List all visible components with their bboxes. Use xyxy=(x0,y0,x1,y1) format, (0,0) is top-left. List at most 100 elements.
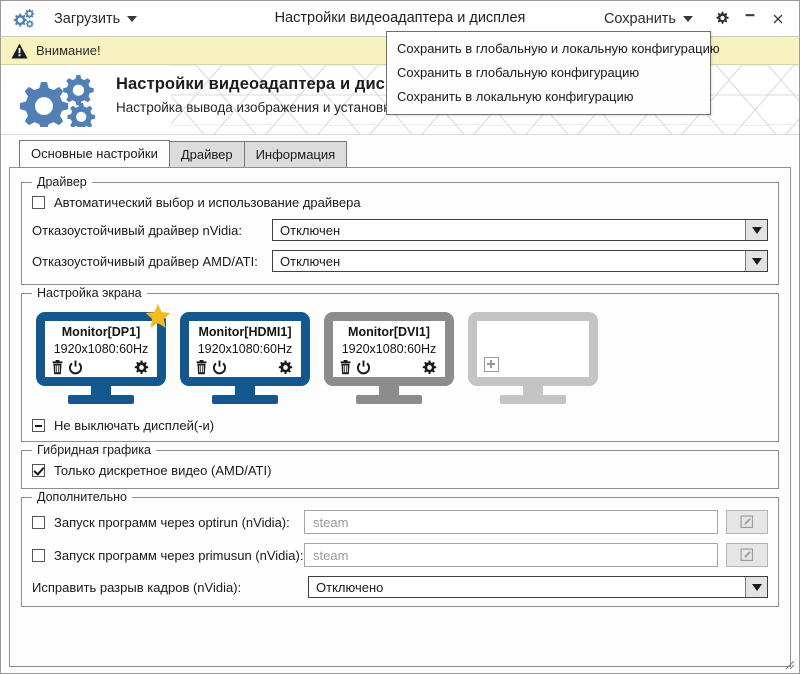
monitor-card-hdmi1[interactable]: Monitor[HDMI1] 1920x1080:60Hz xyxy=(180,312,310,404)
group-hybrid-graphics: Гибридная графика Только дискретное виде… xyxy=(21,443,779,489)
optirun-input[interactable]: steam xyxy=(304,510,718,534)
gear-icon[interactable] xyxy=(278,360,293,375)
save-menu-button[interactable]: Сохранить xyxy=(598,8,699,30)
primusun-input[interactable]: steam xyxy=(304,543,718,567)
save-dropdown-menu[interactable]: Сохранить в глобальную и локальную конфи… xyxy=(386,31,720,115)
edit-pencil-icon xyxy=(740,548,753,561)
app-logo-icon xyxy=(11,7,37,31)
monitor-mode: 1920x1080:60Hz xyxy=(341,342,437,356)
row-amd-fallback: Отказоустойчивый драйвер AMD/ATI: Отключ… xyxy=(32,250,768,272)
monitor-stand-base xyxy=(68,395,134,404)
optirun-checkbox[interactable] xyxy=(32,515,45,529)
monitor-stand-base xyxy=(500,395,566,404)
primary-star-icon xyxy=(145,304,171,328)
keep-displays-on-label: Не выключать дисплей(-и) xyxy=(54,418,215,433)
resize-grip-icon[interactable] xyxy=(781,656,795,670)
power-icon[interactable] xyxy=(68,360,83,375)
tab-main-settings[interactable]: Основные настройки xyxy=(19,140,170,167)
plus-icon[interactable] xyxy=(484,357,499,372)
chevron-down-icon[interactable] xyxy=(745,251,767,271)
discrete-only-label: Только дискретное видео (AMD/ATI) xyxy=(54,463,272,478)
trash-icon[interactable] xyxy=(338,360,353,375)
monitor-stand-neck xyxy=(523,386,543,395)
monitor-name: Monitor[DP1] xyxy=(61,325,141,339)
amd-fallback-combo[interactable]: Отключен xyxy=(272,250,768,272)
chevron-down-icon[interactable] xyxy=(745,577,767,597)
minimize-button[interactable] xyxy=(737,6,763,32)
row-keep-displays-on: Не выключать дисплей(-и) xyxy=(32,418,768,433)
row-discrete-only: Только дискретное видео (AMD/ATI) xyxy=(32,463,768,478)
tearfree-label: Исправить разрыв кадров (nVidia): xyxy=(32,579,242,595)
amd-fallback-label: Отказоустойчивый драйвер AMD/ATI: xyxy=(32,253,258,269)
nvidia-fallback-value: Отключен xyxy=(280,222,341,238)
monitor-card-add-slot[interactable] xyxy=(468,312,598,404)
edit-pencil-icon xyxy=(740,515,753,528)
row-primusun: Запуск программ через primusun (nVidia):… xyxy=(32,543,768,567)
monitor-screen-dvi1: Monitor[DVI1] 1920x1080:60Hz xyxy=(324,312,454,386)
group-screen-setup-title: Настройка экрана xyxy=(32,286,147,300)
primusun-edit-button[interactable] xyxy=(726,543,768,567)
amd-fallback-value: Отключен xyxy=(280,253,341,269)
banner-title: Настройки видеоадаптера и дисплея xyxy=(116,75,425,93)
primusun-label: Запуск программ через primusun (nVidia): xyxy=(54,547,304,563)
settings-gear-icon[interactable] xyxy=(709,6,735,32)
group-screen-setup: Настройка экрана Monitor[DP1] 1920x1080:… xyxy=(21,286,779,442)
banner-gears-logo-icon xyxy=(19,75,103,131)
load-menu-label: Загрузить xyxy=(54,10,121,27)
auto-driver-label: Автоматический выбор и использование дра… xyxy=(54,195,361,210)
menu-item-save-local[interactable]: Сохранить в локальную конфигурацию xyxy=(397,89,634,104)
tab-strip: Основные настройки Драйвер Информация xyxy=(1,140,799,167)
monitor-mode: 1920x1080:60Hz xyxy=(53,342,149,356)
monitor-actions xyxy=(50,360,152,375)
keep-displays-on-checkbox[interactable] xyxy=(32,419,45,432)
menu-item-save-global-local[interactable]: Сохранить в глобальную и локальную конфи… xyxy=(397,41,720,56)
monitor-stand-neck xyxy=(91,386,111,395)
gear-icon[interactable] xyxy=(422,360,437,375)
chevron-down-icon xyxy=(683,15,693,22)
menu-item-save-global[interactable]: Сохранить в глобальную конфигурацию xyxy=(397,65,640,80)
monitor-list: Monitor[DP1] 1920x1080:60Hz xyxy=(32,304,768,408)
row-auto-driver: Автоматический выбор и использование дра… xyxy=(32,195,768,210)
monitor-screen-dp1: Monitor[DP1] 1920x1080:60Hz xyxy=(36,312,166,386)
group-driver: Драйвер Автоматический выбор и использов… xyxy=(21,175,779,285)
tab-panel-main-settings: Драйвер Автоматический выбор и использов… xyxy=(9,167,791,667)
warning-triangle-icon xyxy=(11,43,28,59)
power-icon[interactable] xyxy=(212,360,227,375)
tab-driver[interactable]: Драйвер xyxy=(168,141,245,167)
group-additional-title: Дополнительно xyxy=(32,490,132,504)
trash-icon[interactable] xyxy=(50,360,65,375)
title-bar-controls: Сохранить xyxy=(598,6,799,32)
gear-icon[interactable] xyxy=(134,360,149,375)
monitor-actions xyxy=(338,360,440,375)
group-hybrid-graphics-title: Гибридная графика xyxy=(32,443,156,457)
monitor-name: Monitor[HDMI1] xyxy=(198,325,292,339)
optirun-label: Запуск программ через optirun (nVidia): xyxy=(54,514,290,530)
tab-information[interactable]: Информация xyxy=(243,141,348,167)
nvidia-fallback-combo[interactable]: Отключен xyxy=(272,219,768,241)
monitor-card-dvi1[interactable]: Monitor[DVI1] 1920x1080:60Hz xyxy=(324,312,454,404)
tearfree-value: Отключено xyxy=(316,579,384,595)
trash-icon[interactable] xyxy=(194,360,209,375)
power-icon[interactable] xyxy=(356,360,371,375)
monitor-actions xyxy=(194,360,296,375)
optirun-edit-button[interactable] xyxy=(726,510,768,534)
auto-driver-checkbox[interactable] xyxy=(32,196,45,209)
nvidia-fallback-label: Отказоустойчивый драйвер nVidia: xyxy=(32,222,242,238)
monitor-screen-empty xyxy=(468,312,598,386)
close-button[interactable] xyxy=(765,6,791,32)
monitor-name: Monitor[DVI1] xyxy=(348,325,430,339)
discrete-only-checkbox[interactable] xyxy=(32,464,45,477)
chevron-down-icon[interactable] xyxy=(745,220,767,240)
row-nvidia-fallback: Отказоустойчивый драйвер nVidia: Отключе… xyxy=(32,219,768,241)
monitor-card-dp1[interactable]: Monitor[DP1] 1920x1080:60Hz xyxy=(36,304,171,404)
primusun-checkbox[interactable] xyxy=(32,548,45,562)
monitor-stand-base xyxy=(356,395,422,404)
monitor-stand-neck xyxy=(235,386,255,395)
load-menu-button[interactable]: Загрузить xyxy=(49,8,142,30)
save-menu-label: Сохранить xyxy=(603,10,676,27)
group-additional: Дополнительно Запуск программ через opti… xyxy=(21,490,779,607)
monitor-screen-hdmi1: Monitor[HDMI1] 1920x1080:60Hz xyxy=(180,312,310,386)
tearfree-combo[interactable]: Отключено xyxy=(308,576,768,598)
monitor-mode: 1920x1080:60Hz xyxy=(197,342,293,356)
